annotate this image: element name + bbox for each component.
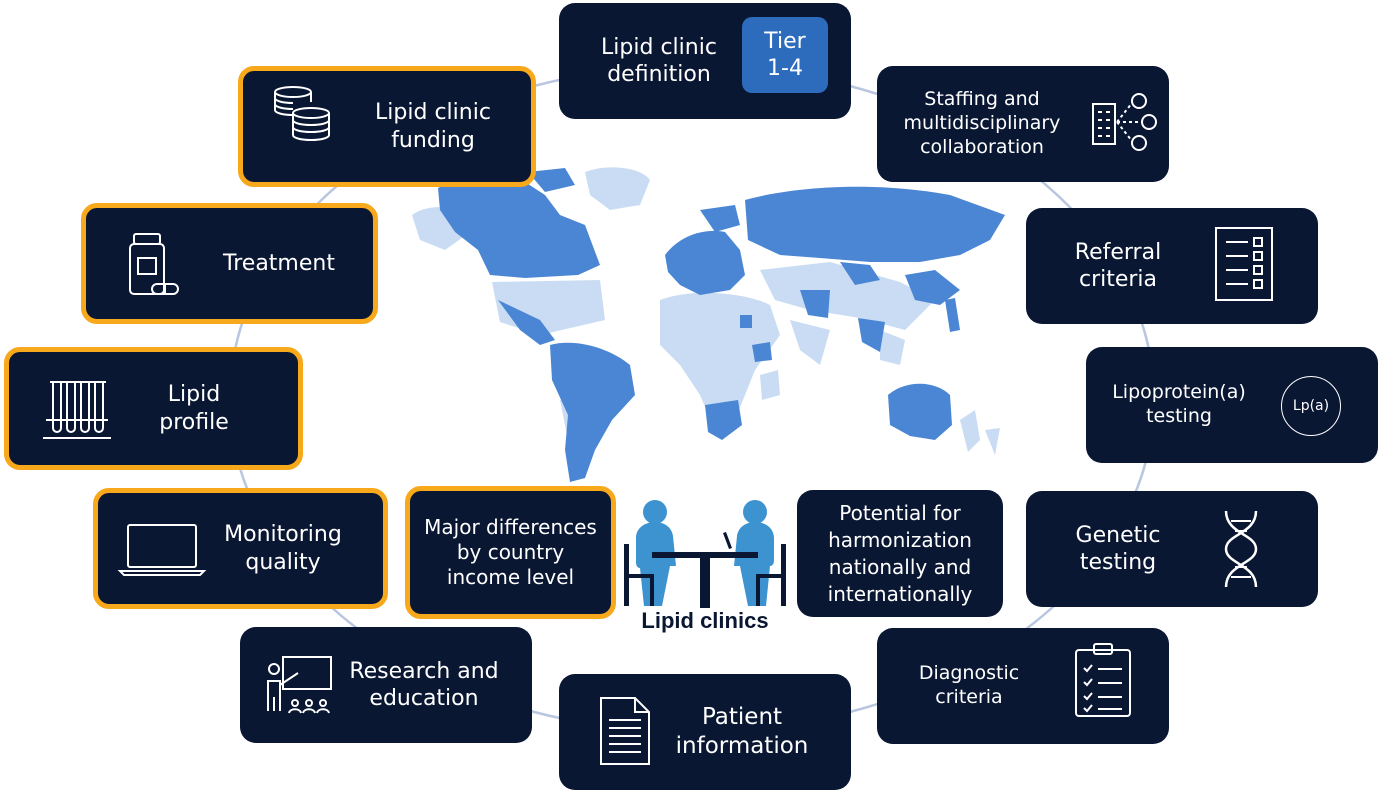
node-lipid-clinic-funding: Lipid clinic funding	[238, 66, 536, 187]
table-leg	[700, 558, 710, 608]
person-left-head	[643, 500, 667, 524]
node-label: Lipid clinic definition	[601, 34, 717, 88]
center-title: Lipid clinics	[641, 608, 769, 633]
node-label: Research and education	[349, 658, 499, 712]
node-label: Lipid clinic funding	[375, 100, 491, 153]
node-diagnostic-criteria: Diagnostic criteria	[877, 628, 1169, 744]
test-tubes-icon	[41, 380, 113, 440]
node-research-education: Research and education	[240, 627, 532, 743]
node-staffing: Staffing and multidisciplinary collabora…	[877, 66, 1169, 182]
person-right-head	[743, 500, 767, 524]
node-label: Staffing and multidisciplinary collabora…	[903, 88, 1061, 158]
chair-right	[756, 544, 786, 606]
node-patient-information: Patient information	[559, 674, 851, 790]
node-label: Diagnostic criteria	[918, 662, 1020, 708]
node-label: Monitoring quality	[224, 522, 342, 575]
node-monitoring-quality: Monitoring quality	[93, 488, 388, 609]
node-label: Lipoprotein(a) testing	[1112, 381, 1246, 427]
node-lipoprotein-testing: Lipoprotein(a) testing Lp(a)	[1086, 347, 1378, 463]
node-genetic-testing: Genetic testing	[1026, 491, 1318, 607]
laptop-icon	[117, 523, 207, 577]
node-lipid-clinic-definition: Lipid clinic definition Tier 1-4	[559, 3, 851, 119]
chair-left	[624, 544, 654, 606]
node-lipid-profile: Lipid profile	[4, 347, 303, 470]
document-icon	[599, 696, 651, 766]
node-harmonization: Potential for harmonization nationally a…	[797, 490, 1003, 617]
node-label: Referral criteria	[1074, 239, 1162, 293]
person-right-body	[734, 522, 774, 606]
consultation-illustration	[624, 500, 786, 608]
building-network-icon	[1087, 92, 1157, 152]
node-label: Potential for harmonization nationally a…	[827, 500, 973, 606]
node-label: Treatment	[223, 250, 335, 276]
node-referral-criteria: Referral criteria	[1026, 208, 1318, 324]
lpa-icon-label: Lp(a)	[1292, 398, 1330, 414]
lpa-circle-icon: Lp(a)	[1281, 376, 1341, 436]
node-major-differences: Major differences by country income leve…	[405, 486, 616, 619]
node-treatment: Treatment	[81, 203, 378, 324]
coins-icon	[271, 85, 335, 143]
teacher-icon	[265, 655, 333, 717]
pill-bottle-icon	[126, 232, 182, 300]
pen	[723, 532, 732, 549]
node-label: Genetic testing	[1075, 522, 1161, 576]
node-label: Lipid profile	[159, 382, 229, 435]
clipboard-icon	[1074, 642, 1132, 718]
checklist-icon	[1214, 226, 1274, 304]
node-label: Major differences by country income leve…	[424, 515, 597, 589]
tier-badge: Tier 1-4	[742, 17, 828, 93]
person-left-body	[636, 522, 676, 606]
map-dark-land	[438, 168, 1005, 482]
dna-icon	[1221, 509, 1261, 589]
table-top	[652, 552, 758, 558]
node-label: Patient information	[675, 704, 809, 759]
